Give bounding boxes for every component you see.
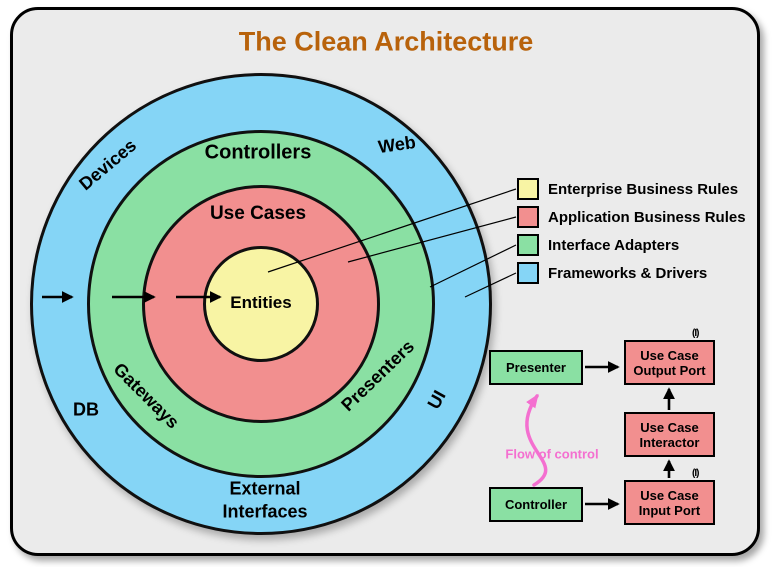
label-controllers: Controllers	[204, 141, 312, 164]
legend-item-enterprise: Enterprise Business Rules	[517, 178, 746, 200]
label-db: DB	[73, 399, 99, 420]
label-use-cases: Use Cases	[209, 203, 307, 224]
legend-item-frameworks: Frameworks & Drivers	[517, 262, 746, 284]
legend-label-enterprise: Enterprise Business Rules	[548, 180, 739, 198]
legend: Enterprise Business Rules Application Bu…	[517, 178, 746, 284]
output-port-label-line2: Output Port	[633, 362, 706, 378]
input-port-label-line1: Use Case	[640, 487, 699, 503]
use-case-interactor-box: Use Case Interactor	[624, 412, 715, 457]
input-port-label-line2: Input Port	[638, 502, 701, 518]
legend-swatch-application	[517, 206, 539, 228]
page-title: The Clean Architecture	[238, 26, 534, 57]
output-port-label-line1: Use Case	[640, 347, 699, 363]
legend-item-application: Application Business Rules	[517, 206, 746, 228]
legend-swatch-enterprise	[517, 178, 539, 200]
flow-of-control-label: Flow of control	[505, 446, 599, 462]
legend-label-frameworks: Frameworks & Drivers	[548, 264, 708, 282]
presenter-label: Presenter	[506, 360, 566, 375]
legend-label-application: Application Business Rules	[548, 208, 746, 226]
presenter-box: Presenter	[489, 350, 583, 385]
label-entities: Entities	[230, 293, 292, 312]
legend-swatch-frameworks	[517, 262, 539, 284]
interactor-label-line2: Interactor	[639, 434, 700, 450]
label-interfaces: Interfaces	[222, 501, 308, 522]
interactor-label-line1: Use Case	[640, 419, 699, 435]
use-case-input-port-box: Use Case Input Port	[624, 480, 715, 525]
legend-item-adapters: Interface Adapters	[517, 234, 746, 256]
label-external: External	[229, 478, 301, 499]
controller-label: Controller	[504, 497, 568, 512]
interface-marker-output-port: (I)	[692, 328, 700, 339]
interface-marker-input-port: (I)	[692, 468, 700, 479]
legend-swatch-adapters	[517, 234, 539, 256]
legend-label-adapters: Interface Adapters	[548, 236, 680, 254]
use-case-output-port-box: Use Case Output Port	[624, 340, 715, 385]
controller-box: Controller	[489, 487, 583, 522]
